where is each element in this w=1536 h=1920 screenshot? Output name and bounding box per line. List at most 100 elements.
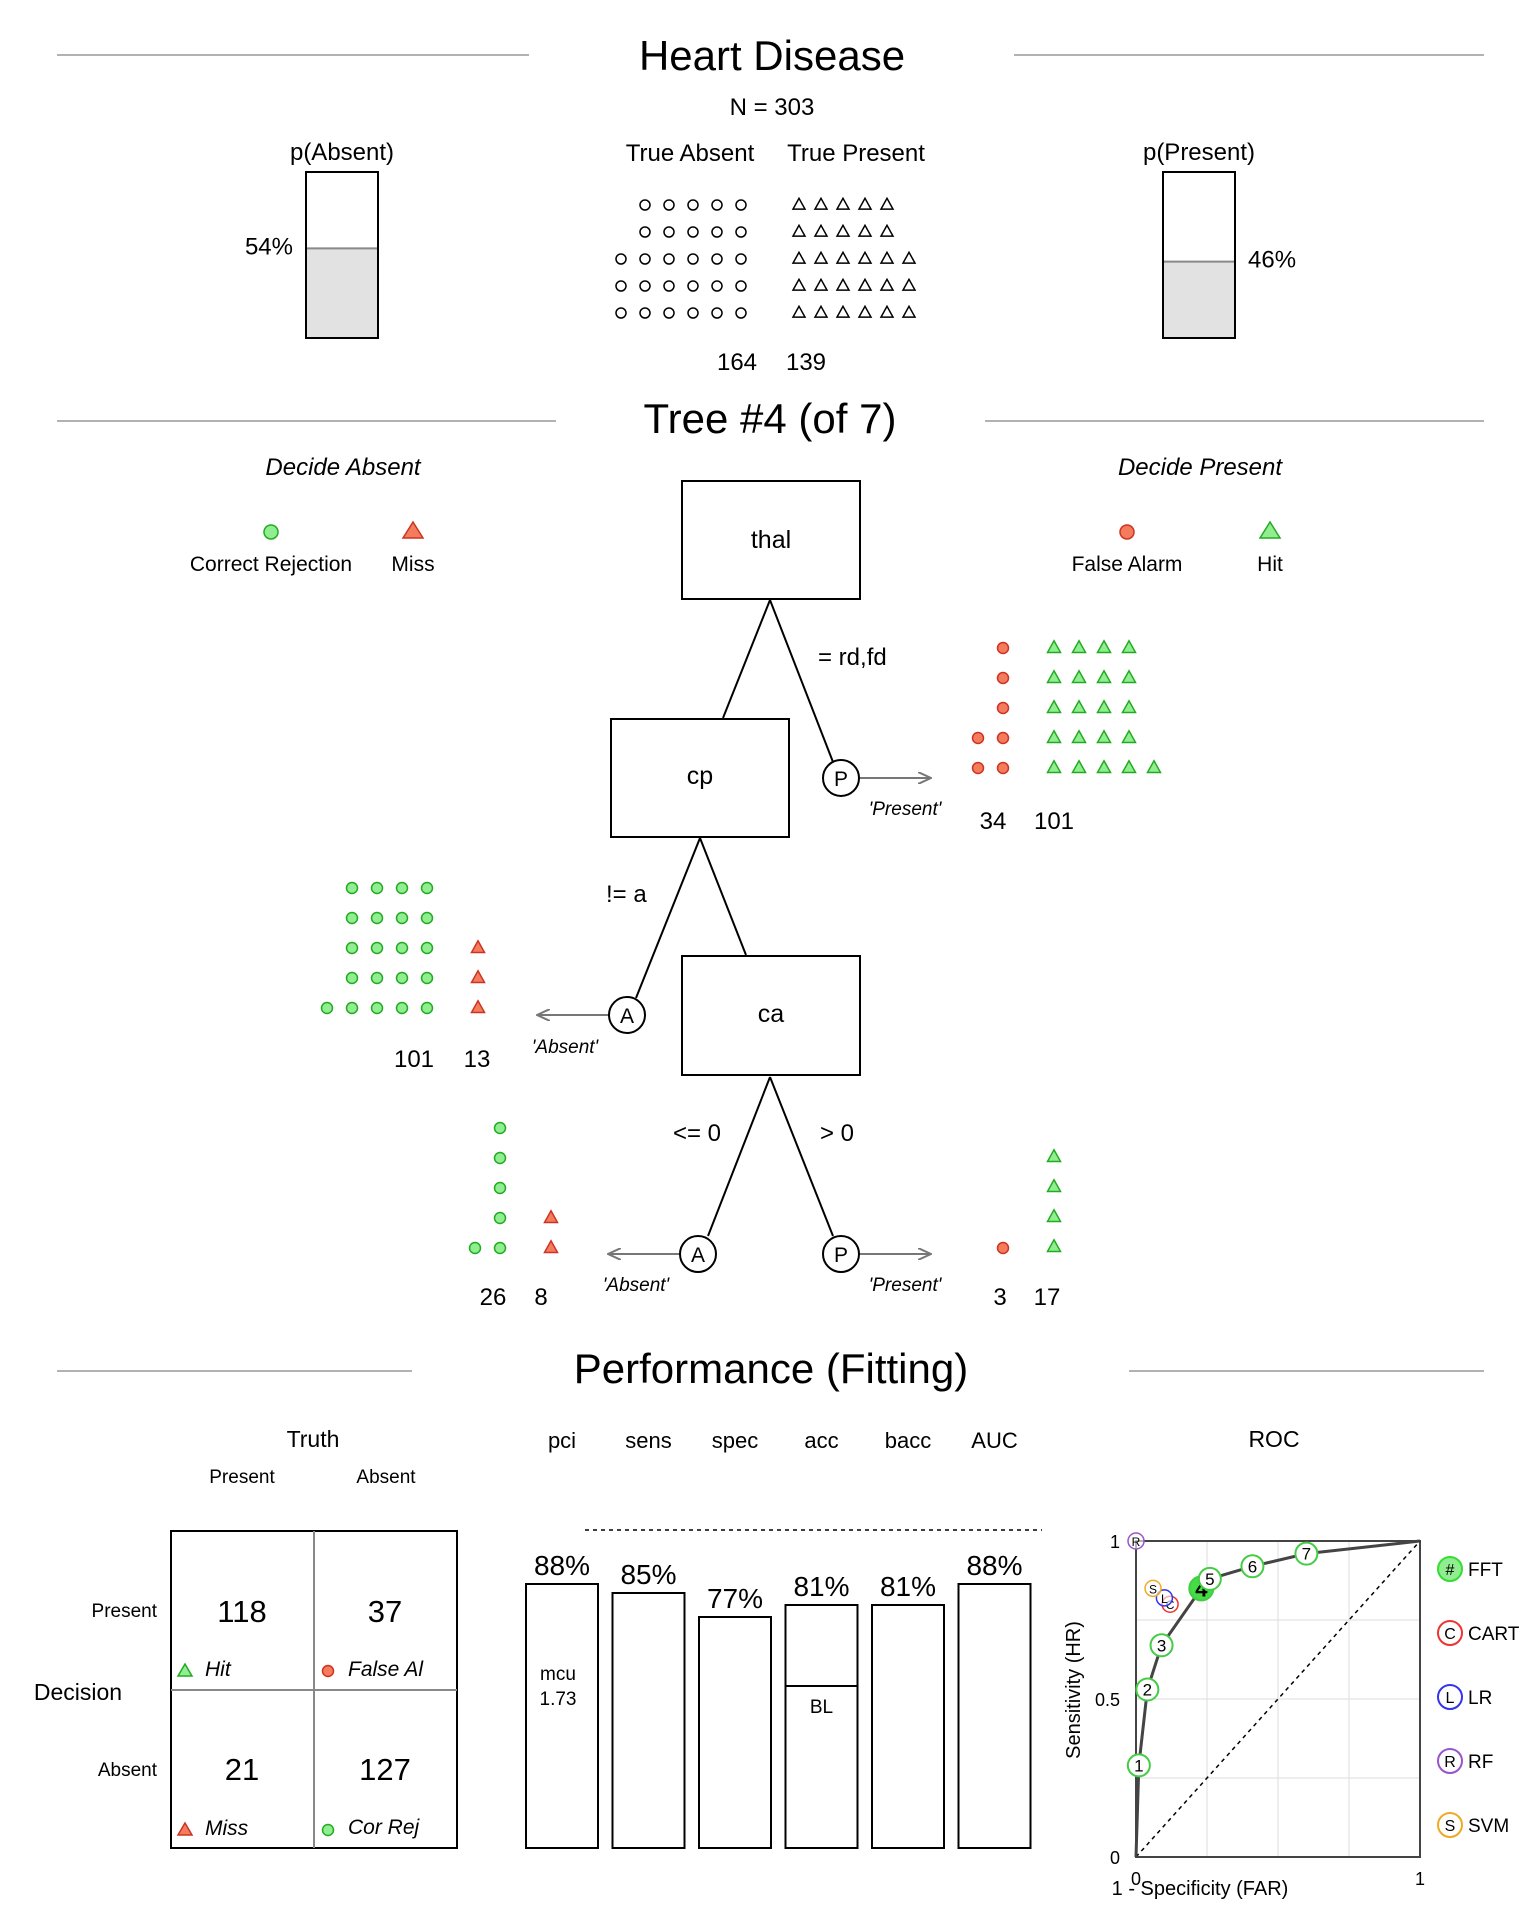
true-present-icon [901, 277, 917, 291]
correct-rejection-icon [370, 911, 384, 925]
node-ca-label: ca [758, 1000, 785, 1028]
hit-icon [1046, 639, 1062, 654]
ca-present-hit-count: 17 [1034, 1284, 1061, 1311]
false-alarm-icon [996, 761, 1010, 775]
count-present: 139 [786, 349, 826, 376]
node-thal-label: thal [751, 526, 791, 554]
true-absent-icon [687, 280, 699, 292]
false-alarm-icon [1119, 524, 1135, 540]
roc-ylabel: Sensitivity (HR) [1063, 1621, 1085, 1759]
true-absent-icon [639, 226, 651, 238]
p-present-label: p(Present) [1143, 139, 1255, 166]
p-absent-frame [305, 171, 379, 339]
metric-value-pci: 88% [534, 1550, 590, 1581]
node-cp [610, 718, 790, 838]
hit-icon [1121, 759, 1137, 774]
roc-legend-symbol-text: # [1446, 1562, 1455, 1579]
decision-absent-label: Absent [98, 1760, 158, 1781]
true-absent-icon [615, 307, 627, 319]
tree-edges [635, 599, 834, 1237]
miss-icon [543, 1209, 559, 1224]
node-thal [681, 480, 861, 600]
p-absent-value: 54% [245, 233, 293, 260]
true-absent-icon [663, 307, 675, 319]
roc-legend-label: SVM [1468, 1816, 1509, 1837]
hit-icon [1046, 1178, 1062, 1193]
correct-rejection-icon [345, 941, 359, 955]
metric-value-acc: 81% [793, 1571, 849, 1602]
hit-icon [1046, 669, 1062, 684]
decide-absent-label: Decide Absent [265, 454, 422, 481]
false-alarm-icon [996, 641, 1010, 655]
roc-model-point [1144, 1579, 1162, 1598]
roc-model-symbol: L [1161, 1592, 1168, 1606]
correct-rejection-icon [493, 1151, 507, 1165]
roc-legend-symbol [1437, 1748, 1463, 1774]
metric-value-sens: 85% [620, 1559, 676, 1590]
true-absent-icon [735, 199, 747, 211]
correct-rejection-icon [370, 941, 384, 955]
thal-fa-count: 34 [980, 808, 1007, 835]
true-present-icon [857, 277, 873, 291]
false-alarm-icon [996, 1241, 1010, 1255]
roc-tree-point [1294, 1541, 1319, 1566]
roc-model-symbol: C [1166, 1598, 1175, 1612]
true-present-icon [813, 304, 829, 318]
correct-rejection-icon [420, 1001, 434, 1015]
hit-icon [1046, 1208, 1062, 1223]
metric-bar-acc [784, 1604, 859, 1849]
true-present-icon [879, 277, 895, 291]
miss-icon [470, 999, 486, 1014]
hit-icon [1121, 729, 1137, 744]
ca-absent-miss-count: 8 [534, 1284, 547, 1311]
roc-legend-label: CART [1468, 1624, 1520, 1645]
hit-icon [1071, 759, 1087, 774]
edge-label-ca-left: <= 0 [673, 1120, 721, 1147]
ca-present-fa-count: 3 [993, 1284, 1006, 1311]
leaf-ca-absent: A 'Absent' [603, 1235, 717, 1296]
true-present-icon [813, 250, 829, 264]
correct-rejection-icon [395, 971, 409, 985]
true-absent-icon [615, 280, 627, 292]
edge-label-cp: != a [606, 881, 647, 908]
roc-chance-line [1135, 1540, 1421, 1858]
correct-rejection-icon [345, 1001, 359, 1015]
hit-icon [1096, 729, 1112, 744]
roc-model-symbol: S [1149, 1582, 1157, 1596]
false-alarm-icon [971, 761, 985, 775]
metric-label-sens: sens [625, 1428, 671, 1453]
hit-icon [1046, 729, 1062, 744]
roc-tree-label: 1 [1134, 1756, 1143, 1775]
metric-bar-sens [611, 1592, 686, 1849]
miss-icon [543, 1239, 559, 1254]
correct-rejection-icon [395, 911, 409, 925]
correct-rejection-icon [420, 971, 434, 985]
leaf-decision-text: 'Present' [869, 799, 943, 820]
count-absent: 164 [717, 349, 757, 376]
roc-model-point [1155, 1589, 1174, 1607]
leaf-circle [608, 996, 646, 1034]
tree-legend: Correct Rejection Miss False Alarm Hit [190, 520, 1283, 576]
leaf-circle [679, 1235, 717, 1273]
true-present-icon [857, 223, 873, 237]
mcu-value: 1.73 [540, 1689, 577, 1710]
edge-ca-present [769, 1076, 834, 1237]
roc-tree-label: 5 [1205, 1570, 1214, 1589]
cp-miss-count: 13 [464, 1046, 491, 1073]
true-absent-icon [735, 226, 747, 238]
roc-xtick: 0 [1131, 1869, 1141, 1889]
true-present-icon [791, 250, 807, 264]
cell-miss-label: Miss [205, 1817, 249, 1840]
correct-rejection-icon [320, 1001, 334, 1015]
metric-label-pci: pci [548, 1428, 576, 1453]
roc-legend-symbol [1437, 1812, 1463, 1838]
truth-label: Truth [287, 1426, 340, 1452]
true-present-icon [791, 196, 807, 210]
p-present-fill [1163, 261, 1235, 338]
hit-icon [1258, 520, 1282, 539]
page-title: Heart Disease [639, 32, 905, 79]
true-present-icon [857, 250, 873, 264]
false-alarm-icon [321, 1664, 335, 1678]
p-absent-label: p(Absent) [290, 139, 394, 166]
